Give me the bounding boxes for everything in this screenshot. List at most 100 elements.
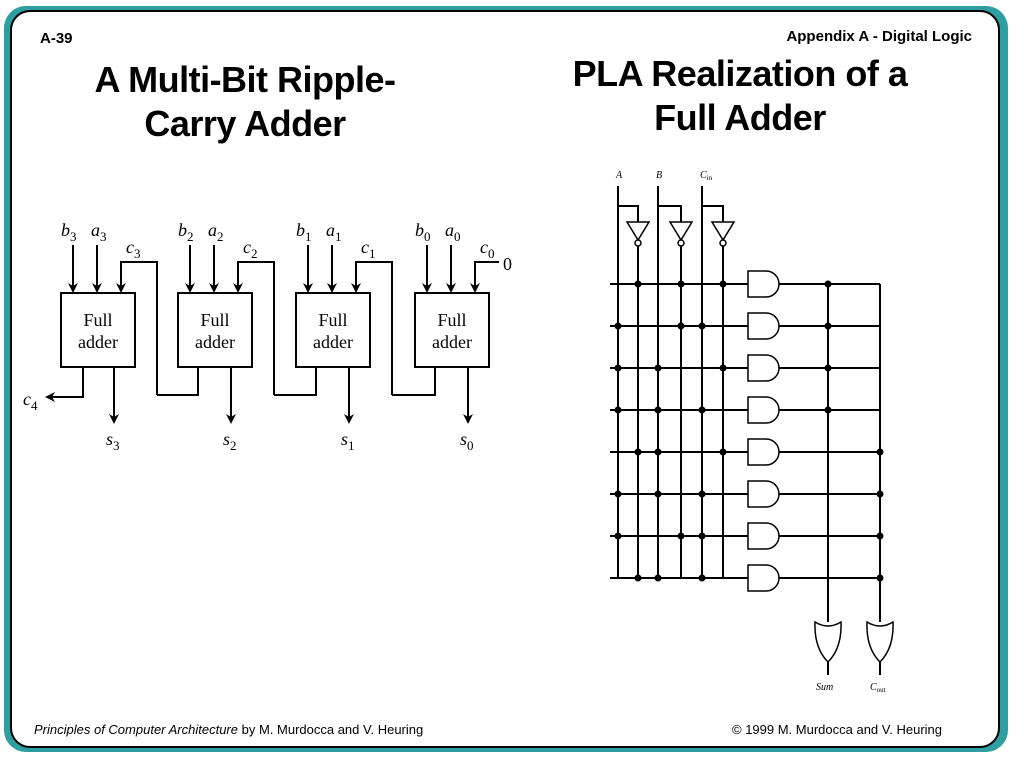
pla-title: PLA Realization of a Full Adder — [572, 53, 908, 138]
full-adder-label-line2: adder — [78, 332, 118, 352]
b-input-label-main: b — [415, 220, 424, 240]
connection-dot — [654, 490, 662, 498]
full-adder-block — [60, 292, 136, 368]
b-input-label: b2 — [178, 220, 194, 244]
inverter-gate — [625, 221, 651, 242]
pla-input-label-a: A — [615, 170, 623, 181]
sum-label-main: s — [460, 429, 467, 449]
connection-dot — [698, 490, 706, 498]
b-input-label: b0 — [415, 220, 431, 244]
full-adder-label-line1: Full — [200, 310, 229, 330]
b-input-label: b3 — [61, 220, 77, 244]
sum-label-subscript: 2 — [230, 438, 237, 453]
book-title: Principles of Computer Architecture — [34, 722, 238, 737]
connection-dot — [698, 532, 706, 540]
full-adder-label-line2: adder — [195, 332, 235, 352]
sum-label-main: s — [341, 429, 348, 449]
and-gate — [747, 396, 780, 424]
b-input-label-subscript: 1 — [305, 229, 312, 244]
full-adder-label-line1: Full — [437, 310, 466, 330]
pla-output-label-cout-main: C — [870, 682, 877, 693]
b-input-label: b1 — [296, 220, 312, 244]
pla-input-label-cin: Cin — [700, 170, 713, 182]
full-adder-label-line2: adder — [432, 332, 472, 352]
connection-dot — [654, 574, 662, 582]
b-input-label-subscript: 3 — [70, 229, 77, 244]
section-header: Appendix A - Digital Logic — [786, 28, 972, 45]
connection-dot — [614, 322, 622, 330]
pla-output-label-cout: Cout — [870, 682, 886, 694]
carry-out-label: c4 — [23, 389, 38, 413]
connection-dot — [677, 532, 685, 540]
connection-dot — [698, 574, 706, 582]
carry-wire — [116, 261, 158, 395]
carry-label: c1 — [361, 237, 376, 261]
carry-in-value: 0 — [503, 254, 512, 274]
a-input-label-subscript: 1 — [335, 229, 342, 244]
sum-label: s2 — [223, 429, 237, 453]
full-adder-block — [177, 292, 253, 368]
carry-label-main: c — [480, 237, 488, 257]
sum-label: s0 — [460, 429, 474, 453]
a-input-label: a3 — [91, 220, 107, 244]
product-term-row — [610, 522, 884, 550]
pla-output-label-sum: Sum — [816, 682, 833, 693]
pla-input-label-b: B — [656, 170, 662, 181]
product-term-row — [610, 480, 884, 508]
connection-dot — [634, 574, 642, 582]
carry-out-label-subscript: 4 — [31, 398, 38, 413]
a-input-label-subscript: 3 — [100, 229, 107, 244]
a-input-label-main: a — [208, 220, 217, 240]
and-gate — [747, 564, 780, 592]
sum-label-subscript: 1 — [348, 438, 355, 453]
inverter-gate — [710, 221, 736, 242]
carry-label: c0 — [480, 237, 495, 261]
and-gate — [747, 522, 780, 550]
footer-citation: Principles of Computer Architecture by M… — [34, 722, 423, 737]
b-input-label-subscript: 0 — [424, 229, 431, 244]
carry-label-subscript: 2 — [251, 246, 258, 261]
a-input-label-main: a — [326, 220, 335, 240]
carry-out-wire — [274, 367, 317, 396]
carry-out-wire — [157, 367, 199, 396]
pla-input-label-cin-main: C — [700, 170, 707, 181]
sum-label-subscript: 0 — [467, 438, 474, 453]
cout-or-gate — [866, 620, 894, 664]
and-gate — [747, 480, 780, 508]
and-gate — [747, 270, 780, 298]
carry-label-main: c — [243, 237, 251, 257]
carry-wire — [233, 261, 275, 395]
and-gate — [747, 438, 780, 466]
carry-label-subscript: 0 — [488, 246, 495, 261]
inverter-gate — [668, 221, 694, 242]
carry-label-subscript: 1 — [369, 246, 376, 261]
carry-out-wire — [45, 367, 84, 402]
connection-dot — [614, 532, 622, 540]
connection-dot — [634, 448, 642, 456]
carry-label-subscript: 3 — [134, 246, 141, 261]
pla-input-label-b-main: B — [656, 170, 662, 181]
connection-dot — [677, 280, 685, 288]
sum-label-main: s — [106, 429, 113, 449]
carry-in-wire — [470, 261, 499, 293]
full-adder-label-line1: Full — [83, 310, 112, 330]
full-adder-block — [414, 292, 490, 368]
b-input-label-subscript: 2 — [187, 229, 194, 244]
product-term-row — [610, 270, 880, 298]
connection-dot — [614, 406, 622, 414]
connection-dot — [719, 280, 727, 288]
pla-output-label-sum-main: Sum — [816, 682, 833, 693]
product-term-row — [610, 354, 880, 382]
inverter-branch — [702, 205, 724, 222]
a-input-label: a2 — [208, 220, 224, 244]
carry-out-label-main: c — [23, 389, 31, 409]
sum-label: s1 — [341, 429, 355, 453]
connection-dot — [719, 448, 727, 456]
ripple-carry-title: A Multi-Bit Ripple-Carry Adder — [94, 59, 396, 144]
